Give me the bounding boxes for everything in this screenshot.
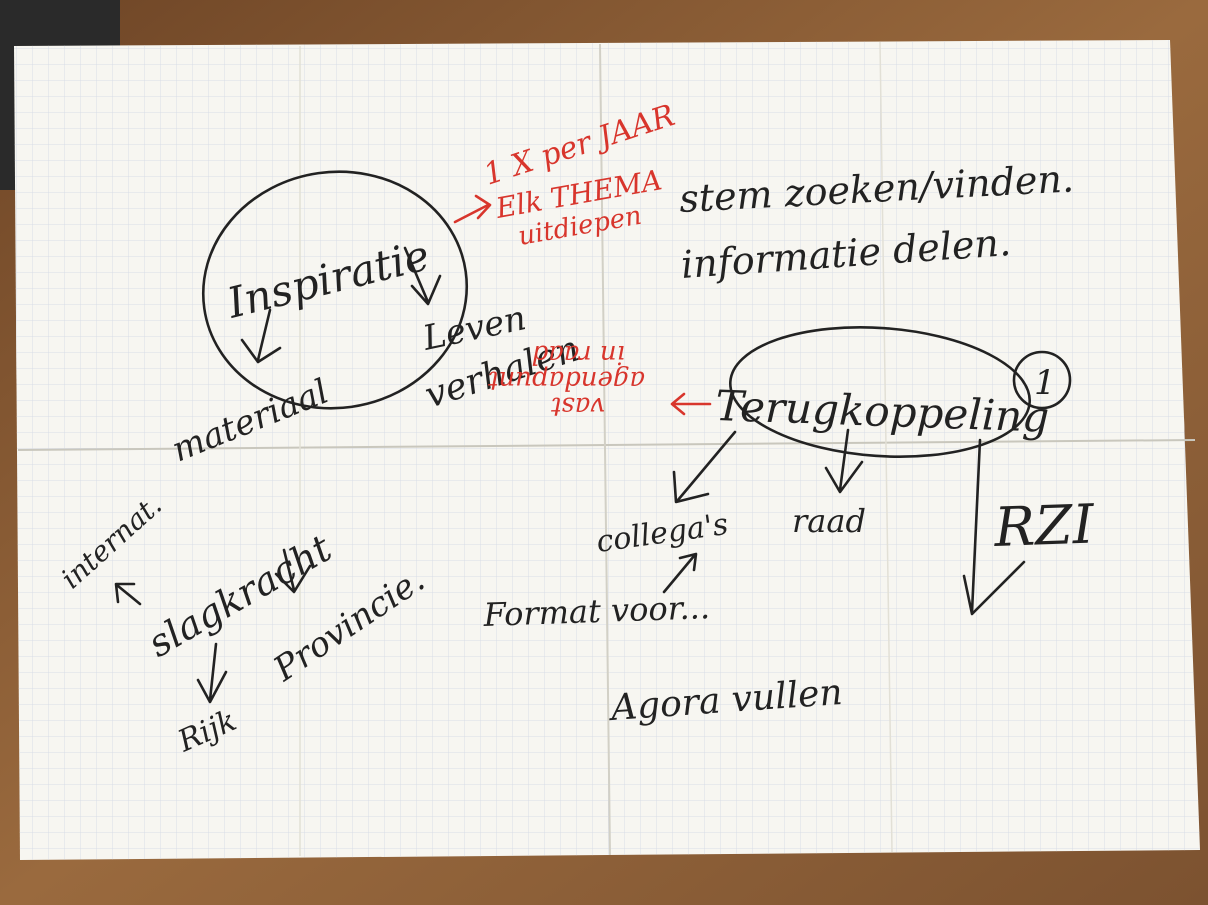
red-arrow-icon <box>670 392 712 416</box>
note-terugkoppeling: Terugkoppeling <box>715 381 1050 442</box>
red-upside-down-note: vast agendapunt in raad <box>487 339 645 421</box>
arrow-down-icon <box>196 642 228 704</box>
number-circle <box>1012 350 1072 410</box>
note-red-agendapunt: agendapunt <box>487 365 645 395</box>
red-arrow-icon <box>453 194 492 224</box>
note-raad: raad <box>792 502 866 540</box>
arrow-down-icon <box>403 246 442 306</box>
note-red-in-raad: in raad <box>532 339 625 369</box>
note-format: Format voor... <box>482 588 711 634</box>
inspiratie-circle <box>201 170 469 410</box>
note-circle-number: 1 <box>1034 363 1056 403</box>
arrow-up-icon <box>662 552 698 594</box>
arrow-down-icon <box>962 438 1026 616</box>
arrow-down-left-icon <box>672 430 737 504</box>
note-rzi: RZI <box>992 492 1096 559</box>
note-red-vast: vast <box>550 391 605 421</box>
arrow-down-icon <box>824 428 864 494</box>
terugkoppeling-circle <box>728 326 1032 458</box>
paper-sheet <box>14 40 1200 860</box>
arrow-up-left-icon <box>114 582 142 606</box>
arrow-down-icon <box>240 308 282 364</box>
arrow-down-icon <box>274 548 312 594</box>
